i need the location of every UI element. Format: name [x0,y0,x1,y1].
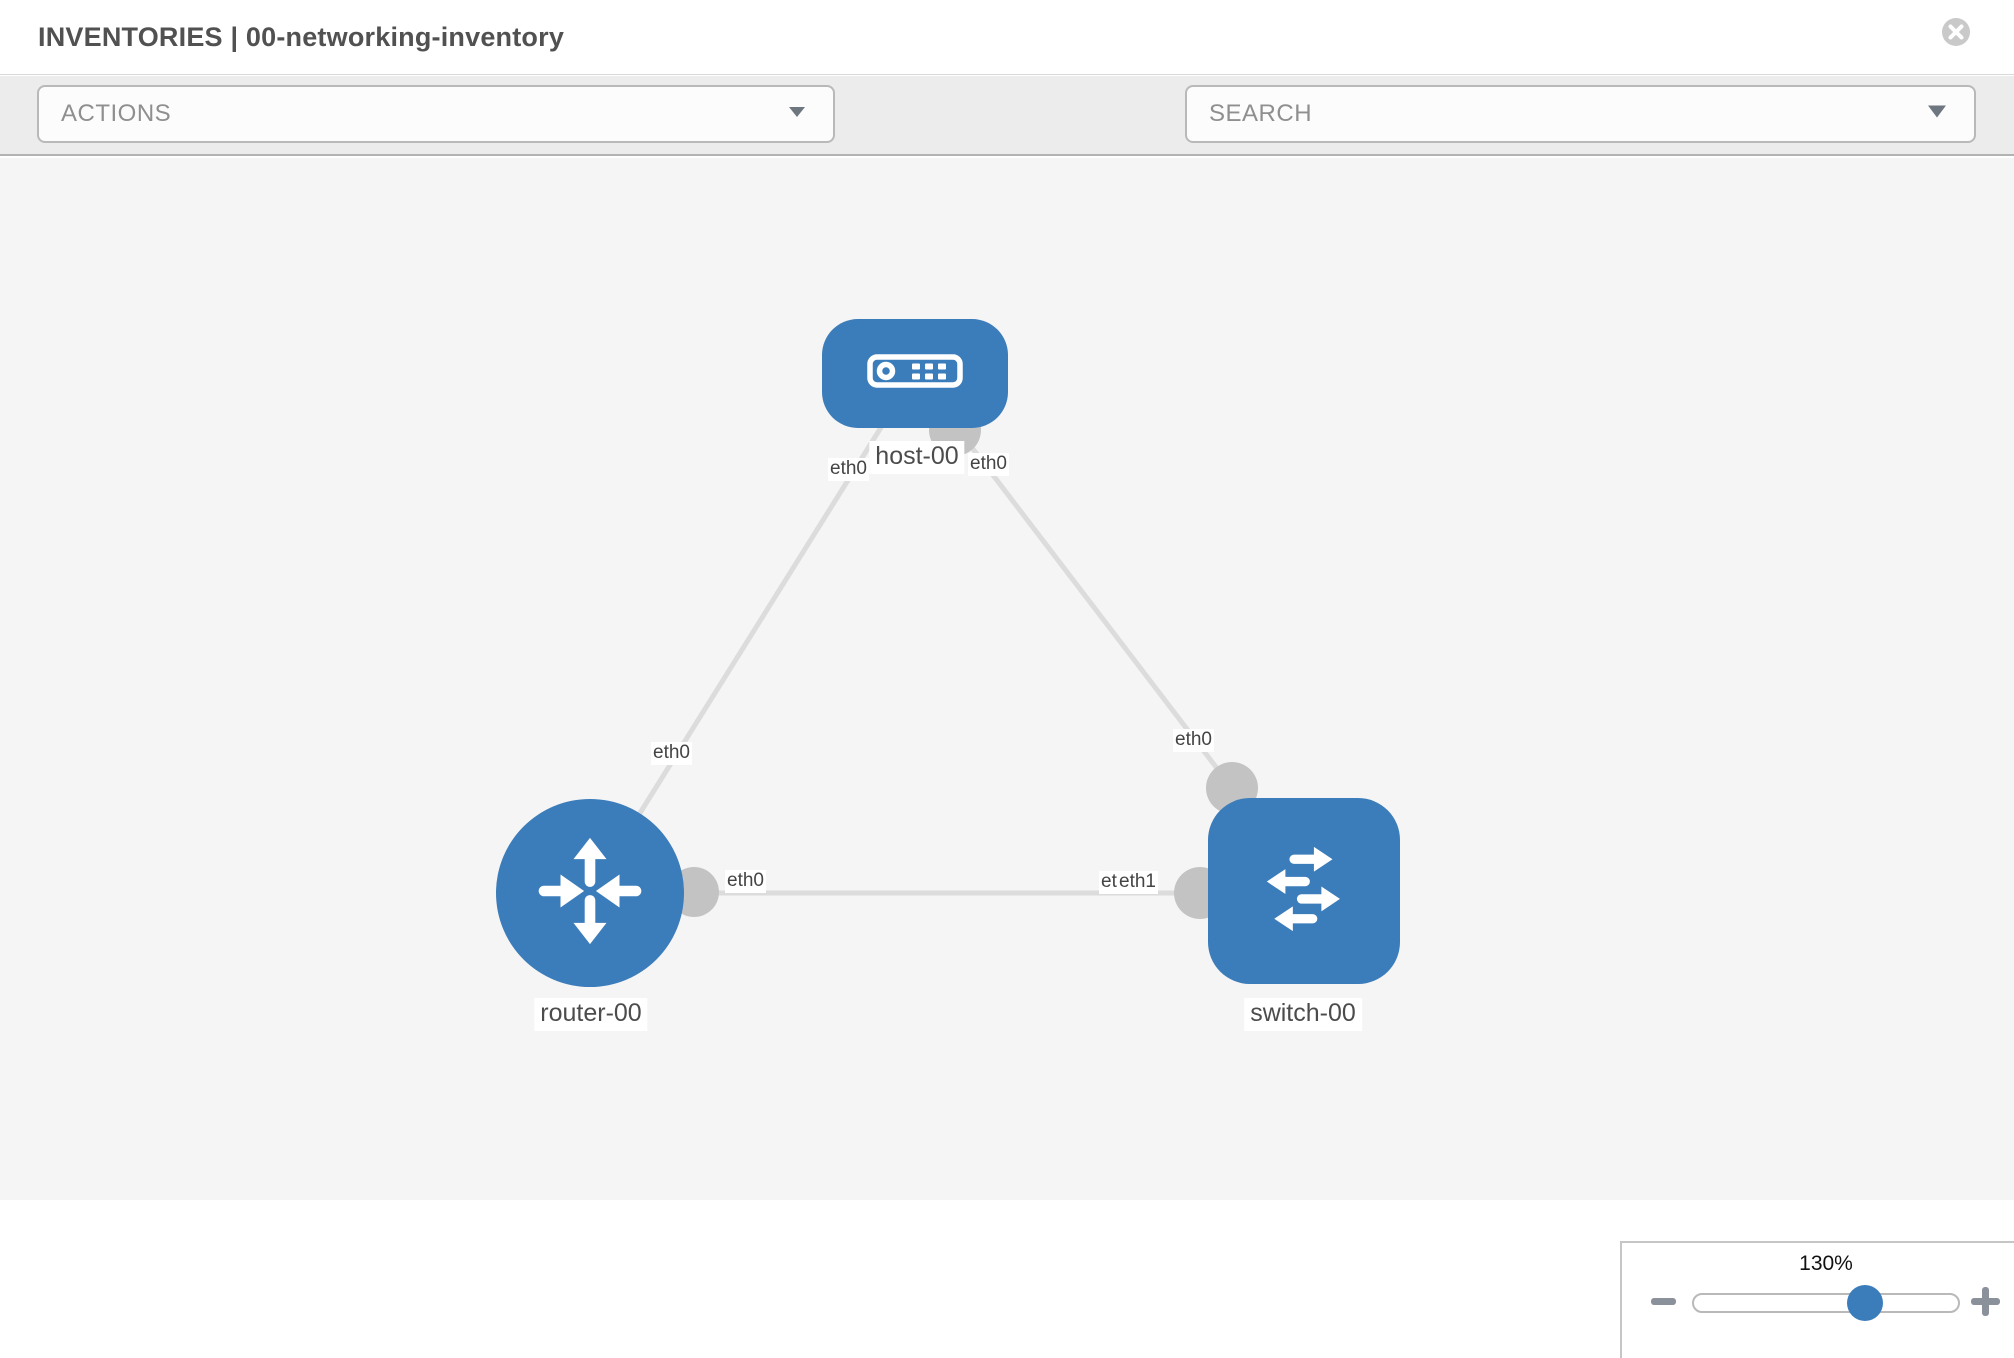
chevron-down-icon [787,105,807,123]
header-bar: INVENTORIES | 00-networking-inventory [0,0,2014,75]
search-dropdown[interactable]: SEARCH [1185,85,1976,143]
router-arrows-icon [531,832,649,955]
actions-dropdown[interactable]: ACTIONS [37,85,835,143]
page-title: INVENTORIES | 00-networking-inventory [38,22,565,52]
node-label-router: router-00 [534,998,648,1031]
zoom-panel: 130% [1620,1241,2014,1358]
node-label-host: host-00 [869,441,965,474]
interface-label-switch-eth0-top: eth0 [1173,729,1214,752]
node-host-00[interactable] [822,319,1008,428]
interface-label-switch-eth1: eth1 [1117,871,1158,894]
node-label-switch: switch-00 [1244,998,1362,1031]
chevron-down-icon [1926,105,1948,124]
plus-icon [1982,1287,1989,1316]
topology-canvas[interactable]: host-00 router-00 switch-00 eth0 eth0 et… [0,158,2014,1358]
node-router-00[interactable] [496,799,684,987]
zoom-level-value: 130% [1799,1252,1853,1275]
zoom-out-button[interactable] [1651,1298,1676,1305]
interface-label-host-eth0-right: eth0 [968,453,1009,476]
zoom-slider-track[interactable] [1692,1293,1960,1313]
node-switch-00[interactable] [1208,798,1400,984]
close-button[interactable] [1942,18,1970,46]
search-dropdown-label: SEARCH [1209,100,1313,127]
toolbar: ACTIONS SEARCH [0,76,2014,208]
interface-label-router-eth0-right: eth0 [725,870,766,893]
switch-arrows-icon [1242,827,1366,956]
actions-dropdown-label: ACTIONS [61,100,172,127]
zoom-in-button[interactable] [1971,1287,2000,1316]
zoom-slider-knob[interactable] [1847,1285,1883,1321]
links-layer [587,371,1258,919]
interface-label-router-eth0-top: eth0 [651,742,692,765]
interface-label-host-eth0-left: eth0 [828,458,869,481]
server-icon [867,354,963,393]
